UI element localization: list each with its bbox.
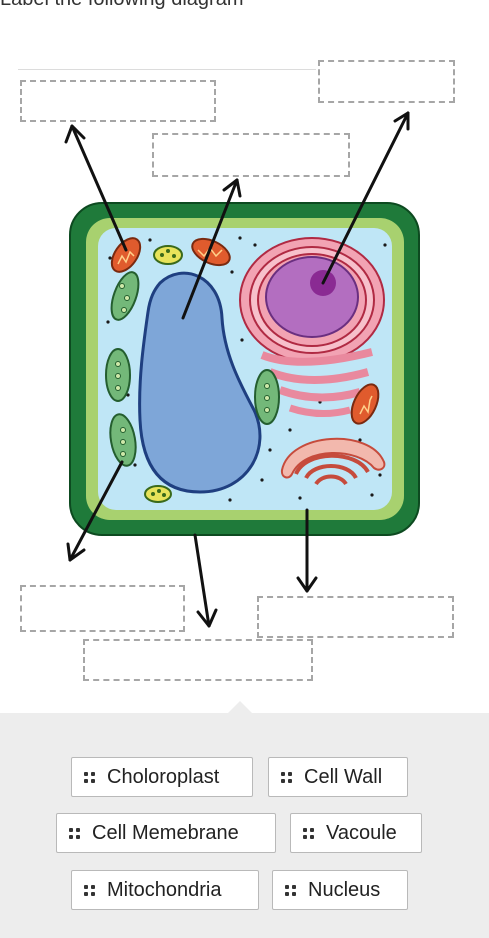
label-chip-cell-memebrane[interactable]: Cell Memebrane bbox=[56, 813, 276, 853]
dropzone-top-right[interactable] bbox=[318, 60, 455, 103]
label-bank-notch bbox=[227, 701, 253, 714]
label-chip-text: Mitochondria bbox=[107, 878, 222, 901]
label-chip-text: Cell Wall bbox=[304, 765, 383, 788]
chloroplast-thylakoids bbox=[115, 283, 270, 457]
drag-handle-icon bbox=[69, 827, 80, 839]
vesicle-dots bbox=[151, 249, 176, 497]
dropzone-bottom-right[interactable] bbox=[257, 596, 454, 638]
label-chip-text: Vacoule bbox=[326, 821, 397, 844]
golgi-apparatus bbox=[280, 437, 386, 486]
label-chip-text: Choloroplast bbox=[107, 765, 220, 788]
plant-cell-diagram bbox=[64, 111, 420, 628]
dropzone-top-left[interactable] bbox=[20, 80, 216, 122]
label-chip-text: Nucleus bbox=[308, 878, 381, 901]
drag-handle-icon bbox=[303, 827, 314, 839]
label-chip-nucleus[interactable]: Nucleus bbox=[272, 870, 408, 910]
vesicles bbox=[144, 245, 183, 503]
label-chip-choloroplast[interactable]: Choloroplast bbox=[71, 757, 253, 797]
vacuole bbox=[138, 271, 262, 494]
nucleus bbox=[265, 256, 359, 338]
drag-handle-icon bbox=[84, 884, 95, 896]
pointer-arrows bbox=[64, 111, 410, 628]
mitochondria bbox=[110, 237, 380, 425]
dropzone-top-center[interactable] bbox=[152, 133, 350, 177]
drag-handle-icon bbox=[84, 771, 95, 783]
dropzone-bottom-center[interactable] bbox=[83, 639, 313, 681]
dropzone-bottom-left[interactable] bbox=[20, 585, 185, 632]
label-chip-mitochondria[interactable]: Mitochondria bbox=[71, 870, 259, 910]
drag-handle-icon bbox=[281, 771, 292, 783]
drag-handle-icon bbox=[285, 884, 296, 896]
label-chip-text: Cell Memebrane bbox=[92, 821, 239, 844]
label-chip-cell-wall[interactable]: Cell Wall bbox=[268, 757, 408, 797]
divider-line bbox=[18, 69, 316, 70]
label-chip-vacoule[interactable]: Vacoule bbox=[290, 813, 422, 853]
question-text: Label the following diagram bbox=[0, 0, 489, 11]
